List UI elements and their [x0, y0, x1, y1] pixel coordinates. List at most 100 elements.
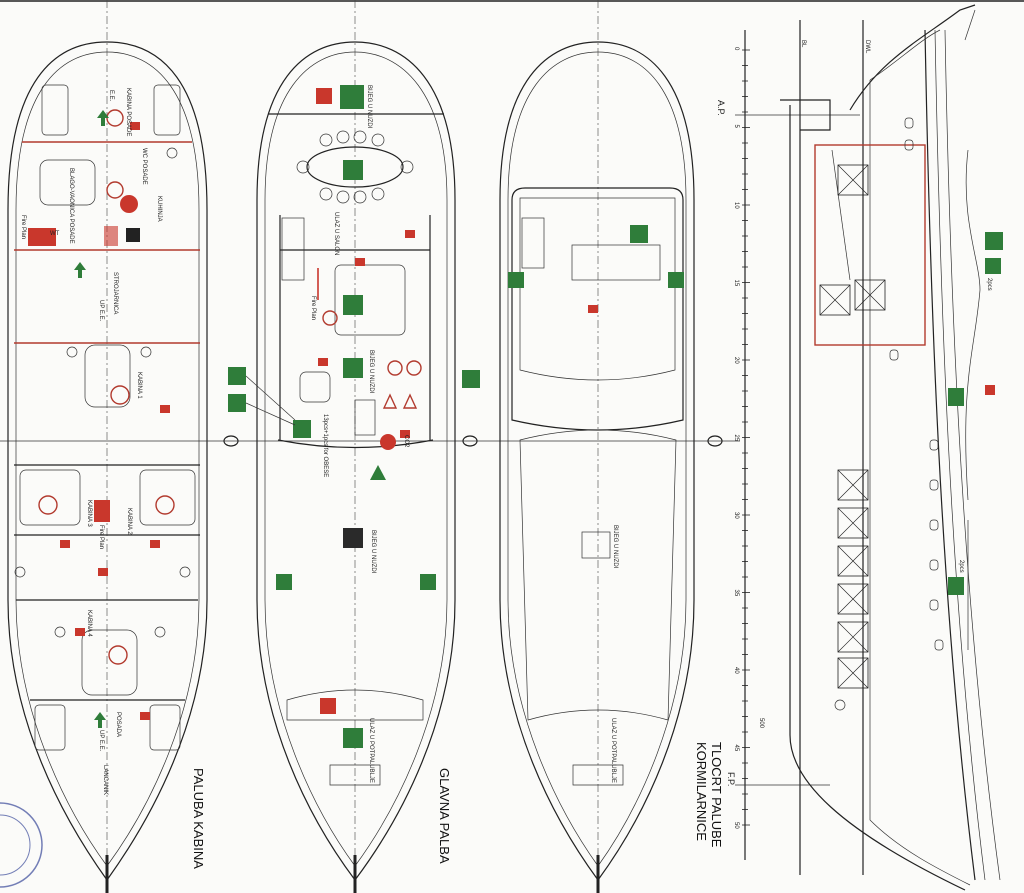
aft-perpendicular-label: A.P. [716, 100, 726, 116]
tank-block [819, 284, 851, 316]
bulwark-line [934, 29, 986, 881]
salon-sofa [334, 264, 406, 336]
lifejacket-question-icon [106, 109, 124, 127]
lifebuoy-signs [228, 367, 480, 590]
fire-pump-icon [120, 195, 138, 213]
escape-arrow-icon [74, 262, 86, 278]
foredeck [519, 429, 677, 721]
hatched-area [104, 226, 118, 246]
raft-count-label: 2pcs [958, 560, 964, 573]
extinguisher-icon [588, 305, 598, 313]
deck-plan-main: BIJEG U NUZDI ULAZ U SALON Fire Plan BIJ… [228, 0, 480, 893]
co2-label: CO2 [403, 435, 409, 448]
entrance-label: ULAZ U POTPALUBLJE [610, 718, 616, 783]
room-label: BLAGO-VAONICA POSADE [68, 168, 74, 244]
mess-table [39, 159, 96, 206]
escape-arrow-icon [97, 110, 109, 126]
wheelhouse-walls [519, 197, 676, 381]
scale-bar-label: 500 [758, 718, 764, 729]
waterline-label: DWL [864, 40, 870, 54]
porthole-icons [14, 147, 191, 638]
bunk [41, 84, 69, 136]
entrance-label: ULAZ U SALON [333, 212, 339, 255]
tank-block [837, 469, 869, 501]
fire-plan-label: Fire Plan [20, 215, 26, 239]
hull-keel-profile [789, 105, 966, 891]
hull-outline [499, 41, 695, 882]
extinguisher-icon [98, 568, 108, 576]
exit-label: BIJEG U NUZDI [368, 350, 374, 394]
dining-table [306, 146, 404, 188]
sheer-line [924, 29, 976, 881]
base-line-label: BL [800, 40, 806, 48]
room-label: KABINA 2 [126, 508, 132, 535]
fire-plan-label: Fire Plan [98, 525, 104, 549]
room-label: KUHINJA [156, 196, 162, 222]
lifebuoy-sign-icon [668, 272, 684, 288]
tank-block [837, 164, 869, 196]
lifejacket-question-icon [110, 385, 130, 405]
room-label: STROJARNICA [112, 272, 118, 314]
raft-count-label: 2pcs [986, 278, 992, 291]
liferaft-sign-icon [630, 225, 648, 243]
stairs [281, 217, 305, 281]
deck-line [869, 29, 971, 886]
extinguisher-icon [160, 405, 170, 413]
tank-block [854, 279, 886, 311]
bed [81, 629, 138, 696]
tank-block [837, 621, 869, 653]
no-smoking-icon [106, 181, 124, 199]
lifebuoy-sign-icon [985, 258, 1001, 274]
wheelhouse-roof [511, 187, 684, 431]
fire-plan-box-icon [28, 228, 56, 246]
frame-tick-label: 0 [733, 47, 739, 51]
deckhouse-walls [277, 215, 434, 449]
hull-inner-outline [15, 51, 200, 867]
fire-plan-box-icon [94, 500, 110, 522]
extinguisher-icon [60, 540, 70, 548]
mast-and-rigging [964, 9, 981, 650]
fire-plan-label: Fire Plan [310, 296, 316, 320]
bed [19, 469, 81, 526]
room-label: KABINA 3 [86, 500, 92, 527]
rail-line [944, 29, 1001, 881]
exit-label: UP E.E. [98, 300, 104, 322]
tank-block [837, 545, 869, 577]
rudder [780, 99, 831, 131]
lifejacket-question-icon [155, 495, 175, 515]
liferaft-sign-icon [985, 232, 1003, 250]
frame-tick-label: 10 [733, 202, 739, 209]
switchboard-icon [126, 228, 140, 242]
lifejacket-count-label: 13pcs+1pcs for OBESE [322, 414, 328, 477]
hatch [581, 531, 611, 559]
tank-block [837, 507, 869, 539]
frame-tick-label: 50 [733, 822, 739, 829]
bunk [153, 84, 181, 136]
tank-blocks [819, 164, 886, 689]
propeller-shaft [831, 149, 851, 281]
deck-plan-cabins: KABINA POSADE WC POSADE BLAGO-VAONICA PO… [7, 0, 208, 893]
room-label: KABINA 4 [86, 610, 92, 637]
exit-label: BIJEG U NUZDI [612, 525, 618, 569]
deck-title: PALUBA KABINA [191, 768, 206, 869]
frame-tick-label: 15 [733, 280, 739, 287]
lifejacket-question-icon [38, 495, 58, 515]
exit-label: UP E.E. [98, 730, 104, 752]
lifebuoy-sign-icon [948, 577, 964, 595]
deck-title: GLAVNA PALBA [437, 768, 452, 864]
frame-tick-label: 25 [733, 435, 739, 442]
bed [139, 469, 196, 526]
registry-stamp [0, 802, 43, 888]
deck-title: TLOCRT PALUBEKORMILARNICE [694, 742, 724, 848]
bunk [34, 704, 66, 751]
entrance-label: ULAZ U POTPALUBLJE [368, 718, 374, 783]
dining-chairs [296, 130, 414, 204]
deck-title-line: TLOCRT PALUBE [709, 742, 724, 848]
stairs [354, 399, 376, 436]
extinguisher-icon [140, 712, 150, 720]
lifebuoy-sign-icon [948, 388, 964, 406]
frame-tick-label: 40 [733, 667, 739, 674]
